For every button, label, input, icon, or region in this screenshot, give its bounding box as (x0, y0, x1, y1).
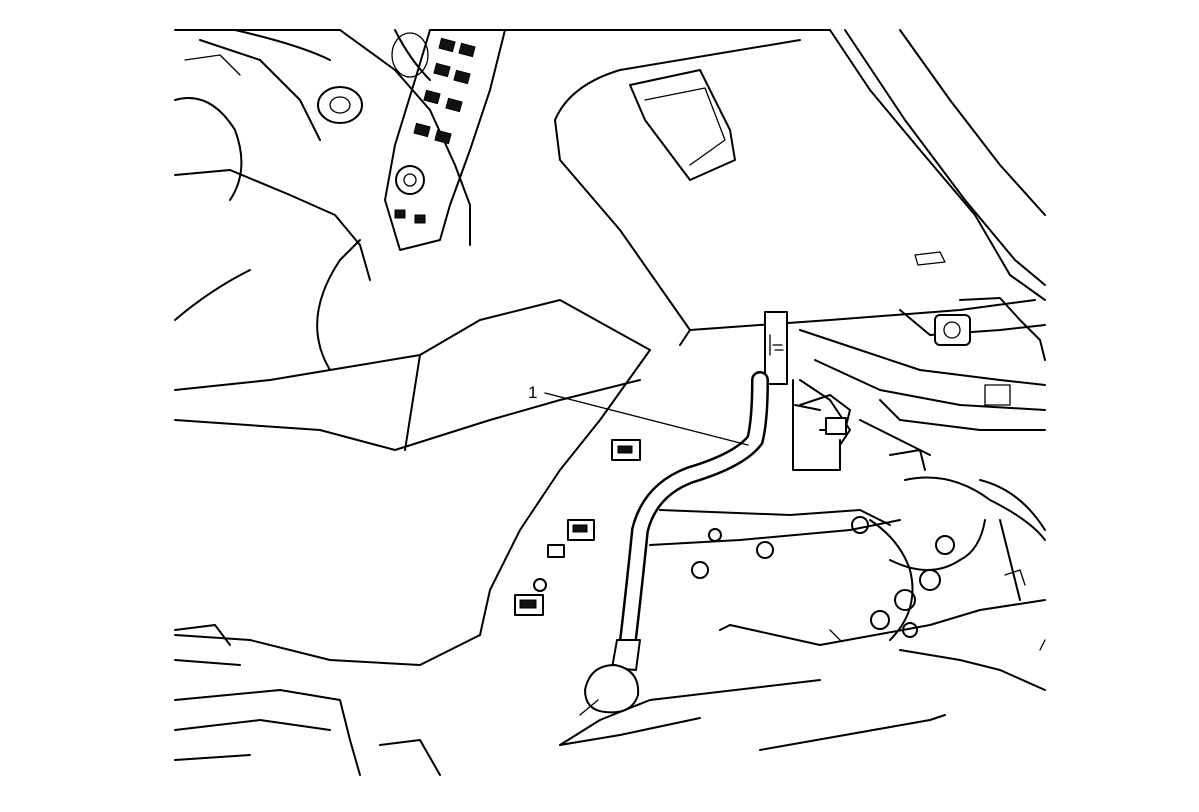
callout-1: 1 (528, 383, 749, 446)
center-stack (384, 29, 506, 251)
mounting-bracket (764, 311, 851, 471)
instrument-panel (504, 29, 1046, 346)
harness-connector-end (584, 664, 640, 714)
steering-column (174, 29, 471, 281)
glovebox-lamp (629, 69, 736, 181)
knee-bolster (174, 239, 651, 451)
hvac-module (799, 297, 1046, 541)
center-console (174, 349, 651, 776)
floor-pan (559, 479, 1046, 751)
callout-leader-line (544, 392, 749, 446)
ignition-switch (317, 86, 363, 124)
callout-label: 1 (528, 383, 537, 402)
wiring-harness (579, 371, 769, 716)
